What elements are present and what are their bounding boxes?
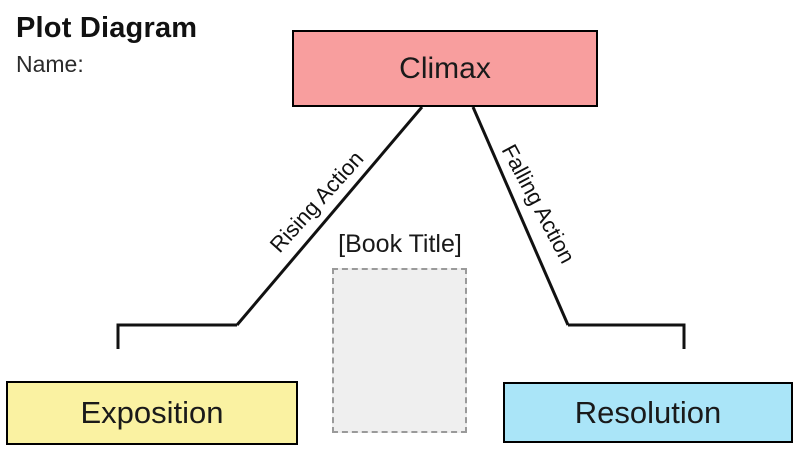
- climax-box[interactable]: Climax: [292, 30, 598, 107]
- exposition-box[interactable]: Exposition: [6, 381, 298, 445]
- name-label: Name:: [16, 51, 84, 77]
- climax-box-label: Climax: [399, 51, 491, 85]
- resolution-box[interactable]: Resolution: [503, 382, 793, 443]
- exposition-bracket-line: [116, 323, 237, 349]
- resolution-box-label: Resolution: [574, 394, 722, 430]
- falling-action-line: [471, 106, 570, 326]
- header: Plot Diagram Name:: [16, 12, 197, 78]
- exposition-box-label: Exposition: [80, 395, 224, 430]
- rising-action-line: [235, 106, 424, 326]
- book-title-label: [Book Title]: [338, 230, 462, 258]
- page-title: Plot Diagram: [16, 12, 198, 44]
- book-cover-placeholder[interactable]: [332, 268, 467, 433]
- resolution-bracket-line: [568, 323, 686, 349]
